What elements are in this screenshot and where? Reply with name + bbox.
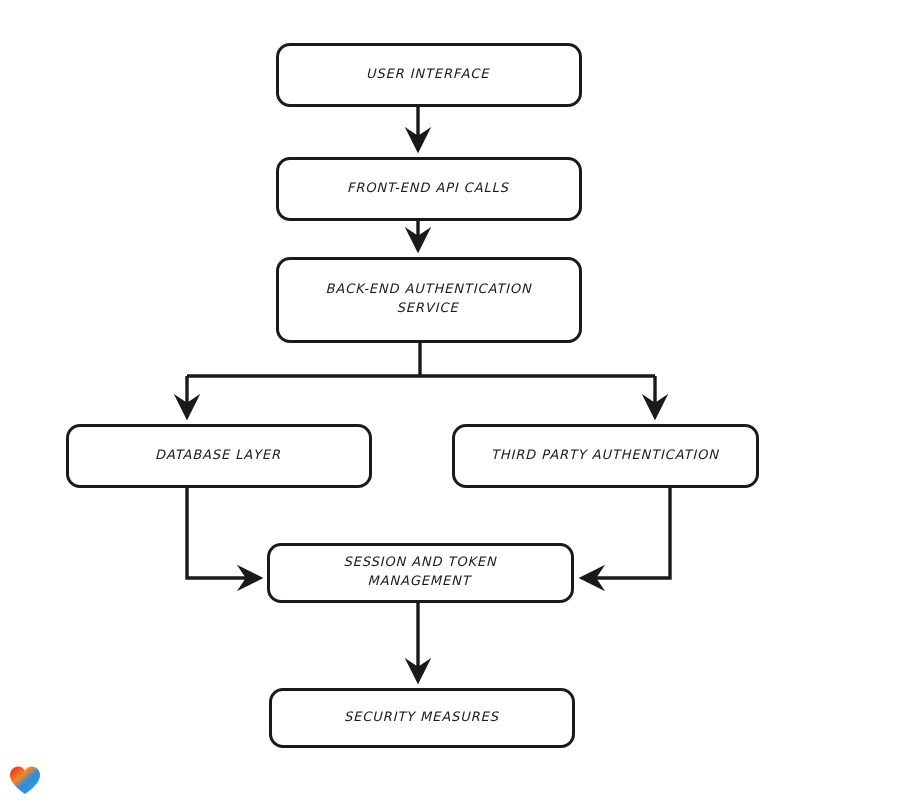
node-label-third-party-authentication: THIRD PARTY AUTHENTICATION (491, 447, 720, 463)
node-back-end-authentication-service[interactable]: BACK-END AUTHENTICATION SERVICE (276, 257, 582, 343)
node-label-security-measures: SECURITY MEASURES (344, 709, 500, 725)
node-session-and-token-management[interactable]: SESSION AND TOKEN MANAGEMENT (267, 543, 574, 603)
node-user-interface[interactable]: USER INTERFACE (276, 43, 582, 107)
node-third-party-authentication[interactable]: THIRD PARTY AUTHENTICATION (452, 424, 759, 488)
node-label-session-and-token-management: SESSION AND TOKEN MANAGEMENT (344, 555, 498, 589)
node-security-measures[interactable]: SECURITY MEASURES (269, 688, 575, 748)
node-label-front-end-api-calls: FRONT-END API CALLS (347, 180, 511, 196)
node-label-database-layer: DATABASE LAYER (155, 447, 283, 463)
heart-icon (10, 766, 40, 794)
node-label-user-interface: USER INTERFACE (366, 66, 492, 82)
edge-database-to-session (185, 488, 264, 592)
edge-thirdparty-to-session (578, 488, 672, 592)
node-label-back-end-authentication-service: BACK-END AUTHENTICATION SERVICE (326, 282, 534, 316)
node-database-layer[interactable]: DATABASE LAYER (66, 424, 372, 488)
node-front-end-api-calls[interactable]: FRONT-END API CALLS (276, 157, 582, 221)
